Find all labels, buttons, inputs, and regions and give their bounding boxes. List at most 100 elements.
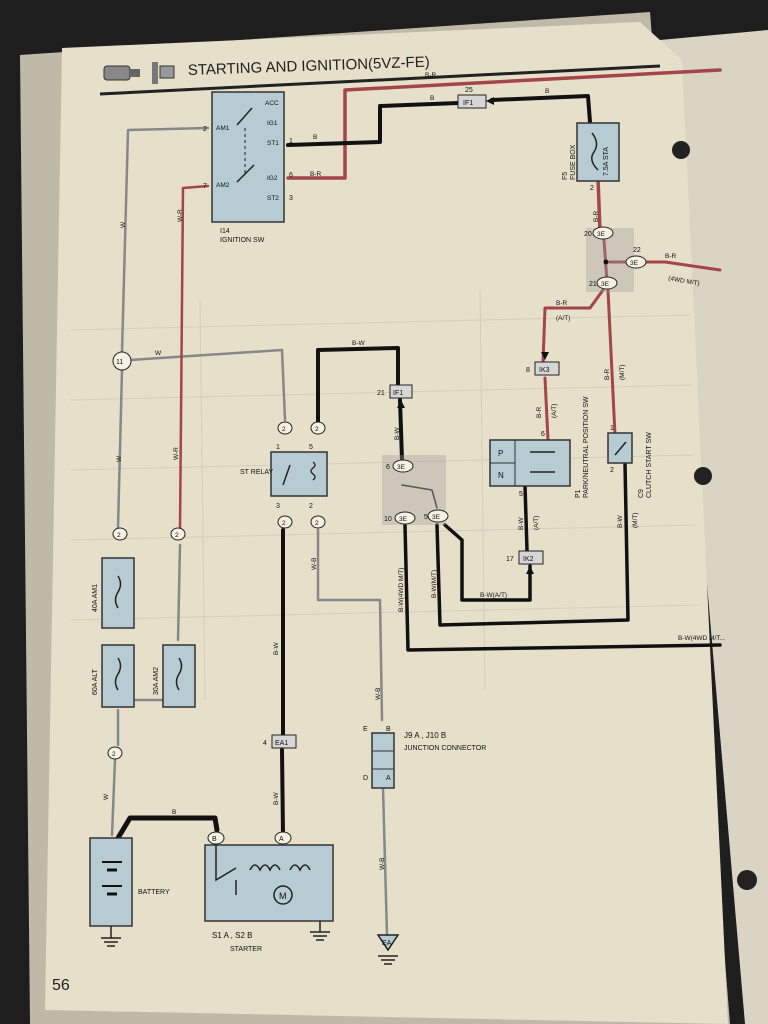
junction-node <box>592 226 614 240</box>
connector-if1-top: IF1 25 <box>457 87 494 109</box>
arrow-icon <box>397 400 405 408</box>
component-code: C9 <box>638 489 645 498</box>
connector-node <box>310 421 326 435</box>
wire-label: B-W <box>273 642 280 656</box>
connector-node <box>310 515 326 529</box>
connector-box <box>534 361 560 376</box>
park-neutral-switch: P N 6 5 P1 PARK/NEUTRAL POSITION SW <box>489 396 590 498</box>
fuse-am1-label: 40A AM1 <box>92 584 99 612</box>
terminal-ig2: IG2 <box>267 175 278 182</box>
starter-coil-icon <box>249 864 281 872</box>
component-code: P1 <box>575 489 582 498</box>
junction-3e-lower: 3E 6 3E 10 3E 5 <box>384 459 449 525</box>
wire-label: (M/T) <box>632 512 639 528</box>
starter-pin-a-label: A <box>279 836 284 843</box>
wire-label: B <box>430 95 434 102</box>
starter-ignition-icon <box>103 62 175 84</box>
junction-label: 3E <box>630 260 639 267</box>
wire-label: B <box>545 88 549 95</box>
starter-pin-b <box>207 831 225 845</box>
connector-ik3: IK3 8 <box>526 352 560 376</box>
wire-b-ignition <box>286 101 460 147</box>
wire-br-top <box>286 68 722 180</box>
wire-label: B-R <box>593 211 600 223</box>
pin-label: A <box>386 775 391 782</box>
component-code: I14 <box>220 228 230 235</box>
pin-label: 1 <box>289 138 293 145</box>
junction-pin: 21 <box>589 281 597 288</box>
connector-box <box>518 550 544 565</box>
switch-contact <box>236 107 253 126</box>
pin-label: 2 <box>610 467 614 474</box>
fuse-alt-body <box>101 644 135 708</box>
fuse-alt-label: 60A ALT <box>92 668 99 695</box>
junction-label: 3E <box>397 464 406 471</box>
connector-label: EA1 <box>275 740 288 747</box>
connector-ea1: EA1 4 <box>263 734 297 749</box>
wire-label: B-W(4WD M/T) <box>398 568 405 612</box>
junction-pin: 22 <box>633 247 641 254</box>
fuse-rating: 7.5A STA <box>603 147 610 176</box>
junction-node <box>392 459 414 473</box>
wire-bw-4wd <box>403 523 722 652</box>
pin-label: B <box>386 726 391 733</box>
ignition-switch: AM1 AM2 ACC IG1 ST1 IG2 ST2 2 1 7 6 3 I1… <box>203 91 293 244</box>
terminal-st1: ST1 <box>267 140 279 147</box>
pin-label: 3 <box>276 503 280 510</box>
junction-node <box>112 351 132 371</box>
battery-body <box>89 837 133 927</box>
wire-label: (A/T) <box>556 315 570 322</box>
connector-label: 2 <box>175 532 179 539</box>
binding-hole <box>737 870 757 890</box>
component-name: IGNITION SW <box>220 237 265 244</box>
wire-label: B-W <box>273 792 280 806</box>
connector-pin: 17 <box>506 556 514 563</box>
wire-bw-starter <box>280 748 285 837</box>
terminal-am1: AM1 <box>216 125 230 132</box>
wire-b-battery <box>115 815 220 841</box>
component-name: ST RELAY <box>240 469 274 476</box>
connector-2-left: 2 2 2 <box>107 527 186 760</box>
wire-br-ik3-pn <box>543 376 550 442</box>
wire-label: B-W <box>394 427 401 441</box>
arrow-icon <box>526 566 534 574</box>
motor-label: M <box>279 891 287 901</box>
starter-body <box>204 844 334 922</box>
component-name: PARK/NEUTRAL POSITION SW <box>583 396 590 498</box>
junction-node <box>596 276 618 290</box>
connector-label: IF1 <box>463 100 473 107</box>
st-relay-body <box>270 451 328 497</box>
connector-label: IK3 <box>539 367 550 374</box>
junction-node <box>394 511 416 525</box>
pin-label: 1 <box>587 112 591 119</box>
component-code: F5 <box>562 172 569 180</box>
junction-11: 11 <box>112 351 132 371</box>
terminal-st2: ST2 <box>267 195 279 202</box>
fuse-icon <box>591 132 599 171</box>
connector-pin: 8 <box>526 367 530 374</box>
wire-label: W-R <box>173 447 180 460</box>
terminal-ig1: IG1 <box>267 120 278 127</box>
connector-label: IK2 <box>523 556 534 563</box>
pin-label: 2 <box>203 126 207 133</box>
wire-label: W-R <box>177 209 184 222</box>
fuse-box-body <box>576 122 620 182</box>
junction-label: 3E <box>601 281 610 288</box>
component-name: FUSE BOX <box>570 144 577 180</box>
component-name: CLUTCH START SW <box>646 432 653 498</box>
wire-br-mt <box>606 288 617 437</box>
pin-label: 6 <box>289 172 293 179</box>
connector-box <box>271 734 297 749</box>
wire-wb-ground <box>381 786 389 937</box>
junction-label: 11 <box>116 359 123 366</box>
connector-node <box>107 746 123 760</box>
ground-icon <box>310 931 330 941</box>
connector-node <box>277 421 293 435</box>
battery: BATTERY <box>89 837 170 947</box>
wire-label: W-B <box>311 557 318 570</box>
wire-label: B-W(A/T) <box>480 592 507 599</box>
wire-label: (M/T) <box>619 364 626 380</box>
switch-contact <box>236 164 255 183</box>
connector-node <box>277 515 293 529</box>
